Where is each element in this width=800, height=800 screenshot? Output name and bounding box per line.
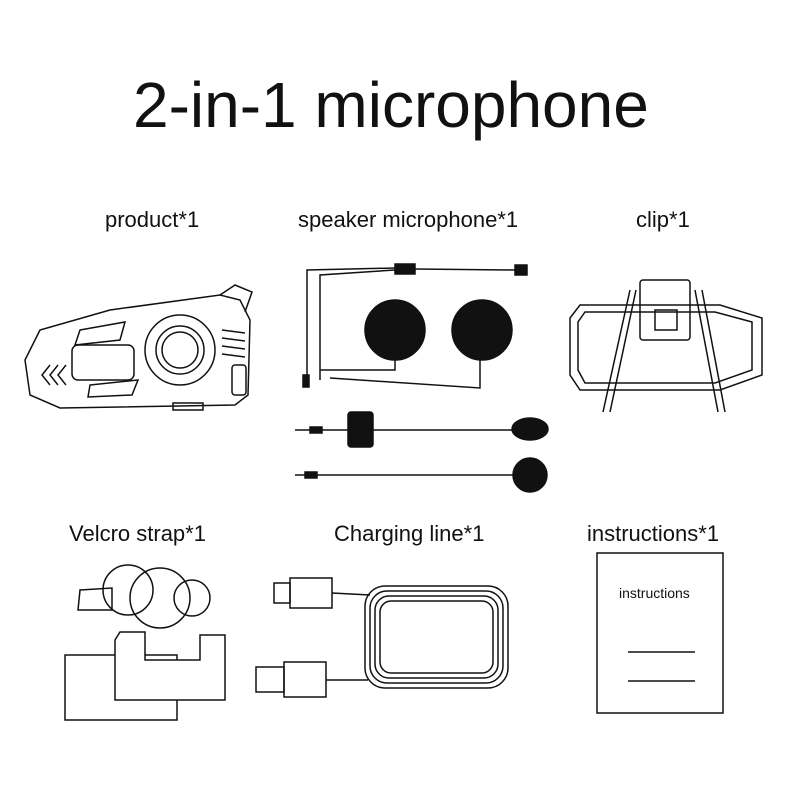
page-title: 2-in-1 microphone bbox=[133, 69, 649, 141]
clip-illustration bbox=[569, 279, 763, 413]
speaker-microphone-illustration bbox=[295, 263, 549, 493]
label-clip: clip*1 bbox=[636, 207, 690, 232]
instructions-illustration bbox=[596, 552, 724, 714]
charging-line-illustration bbox=[255, 577, 509, 698]
label-product: product*1 bbox=[105, 207, 200, 232]
product-illustration bbox=[24, 284, 253, 411]
manual-cover-text: instructions bbox=[619, 585, 690, 601]
label-instructions: instructions*1 bbox=[587, 521, 720, 546]
label-velcro-strap: Velcro strap*1 bbox=[69, 521, 206, 546]
label-speaker-microphone: speaker microphone*1 bbox=[298, 207, 519, 232]
label-charging-line: Charging line*1 bbox=[334, 521, 485, 546]
velcro-strap-illustration bbox=[64, 564, 226, 721]
